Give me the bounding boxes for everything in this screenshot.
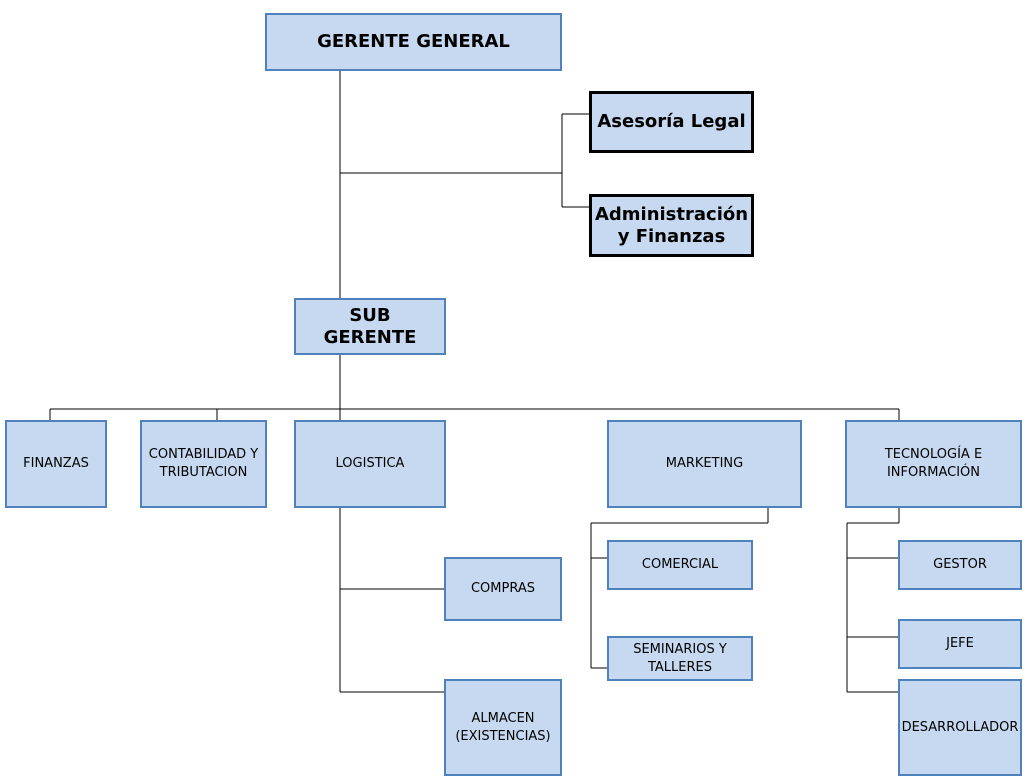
node-jefe: JEFE (898, 619, 1022, 669)
node-label: SEMINARIOS Y TALLERES (633, 641, 727, 675)
node-label: SUB GERENTE (323, 304, 417, 348)
node-almacen: ALMACEN (EXISTENCIAS) (444, 679, 562, 776)
node-label: TECNOLOGÍA E INFORMACIÓN (884, 447, 983, 480)
node-label: FINANZAS (23, 456, 89, 471)
node-finanzas: FINANZAS (5, 420, 107, 508)
node-desarrollador: DESARROLLADOR (898, 679, 1022, 776)
node-contabilidad-tributacion: CONTABILIDAD Y TRIBUTACION (140, 420, 267, 508)
node-compras: COMPRAS (444, 557, 562, 621)
node-label: LOGISTICA (335, 456, 405, 471)
node-comercial: COMERCIAL (607, 540, 753, 590)
node-label: GESTOR (933, 557, 987, 572)
node-label: GERENTE GENERAL (317, 31, 510, 52)
node-logistica: LOGISTICA (294, 420, 446, 508)
node-seminarios-talleres: SEMINARIOS Y TALLERES (607, 636, 753, 681)
node-label: MARKETING (665, 456, 744, 471)
node-tecnologia-informacion: TECNOLOGÍA E INFORMACIÓN (845, 420, 1022, 508)
node-label: Administración y Finanzas (594, 203, 749, 247)
node-label: DESARROLLADOR (901, 719, 1019, 735)
node-label: COMERCIAL (641, 557, 719, 572)
node-gestor: GESTOR (898, 540, 1022, 590)
node-label: JEFE (946, 636, 974, 651)
node-label: Asesoría Legal (597, 111, 746, 132)
node-gerente-general: GERENTE GENERAL (265, 13, 562, 71)
node-sub-gerente: SUB GERENTE (294, 298, 446, 355)
node-label: ALMACEN (EXISTENCIAS) (455, 710, 551, 744)
node-administracion-finanzas: Administración y Finanzas (589, 194, 754, 257)
node-label: CONTABILIDAD Y TRIBUTACION (148, 447, 259, 480)
node-asesoria-legal: Asesoría Legal (589, 91, 754, 153)
node-marketing: MARKETING (607, 420, 802, 508)
node-label: COMPRAS (470, 581, 536, 596)
